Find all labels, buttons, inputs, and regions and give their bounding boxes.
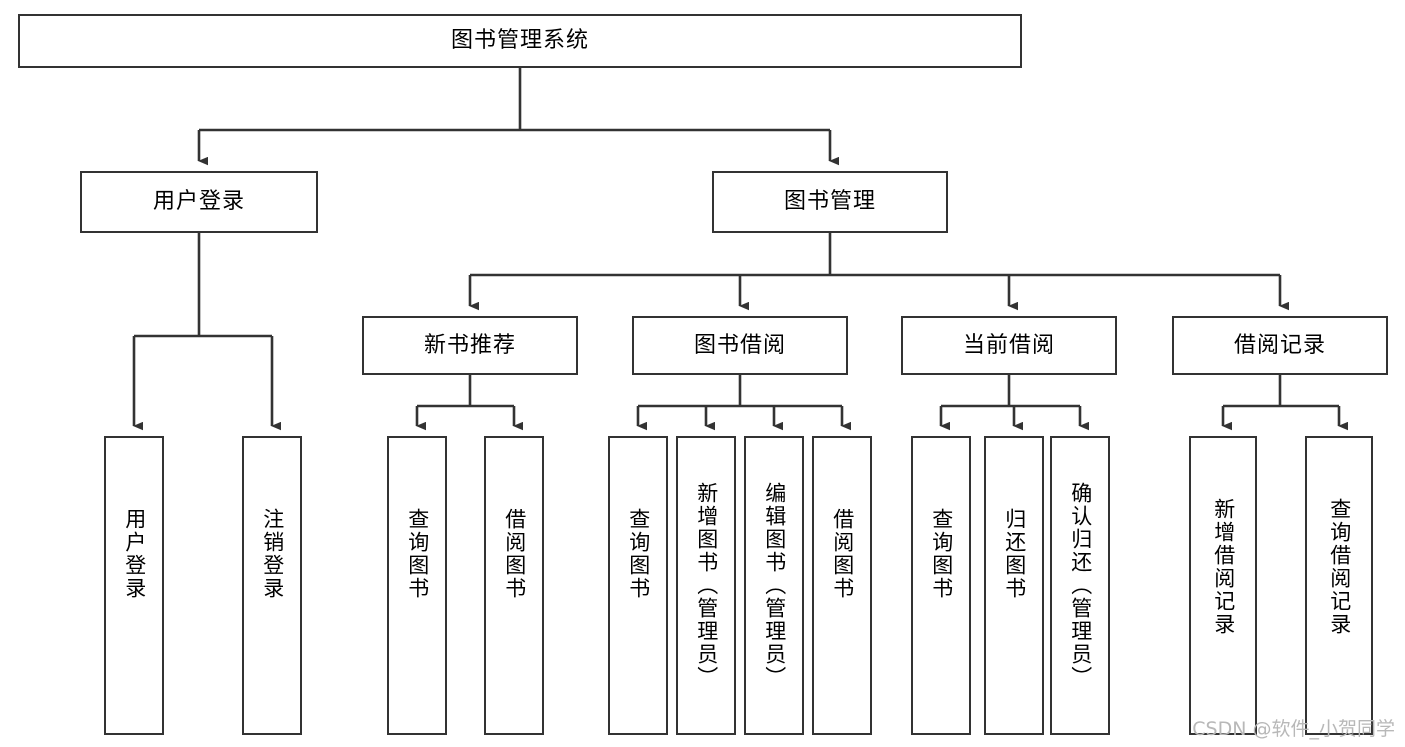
node-label: 借阅记录 bbox=[1233, 332, 1326, 358]
node-label: 用户登录 bbox=[122, 508, 147, 600]
node-label: 查询图书 bbox=[929, 508, 954, 600]
node-records[interactable]: 借阅记录 bbox=[1172, 316, 1388, 375]
node-leaf-re-query[interactable]: 查询借阅记录 bbox=[1305, 436, 1373, 735]
node-leaf-bo-edit[interactable]: 编辑图书（管理员） bbox=[744, 436, 804, 735]
node-newbooks[interactable]: 新书推荐 bbox=[362, 316, 578, 375]
node-leaf-re-add[interactable]: 新增借阅记录 bbox=[1189, 436, 1257, 735]
node-label: 查询图书 bbox=[626, 508, 651, 600]
node-leaf-nb-borrow[interactable]: 借阅图书 bbox=[484, 436, 544, 735]
node-label: 新增图书（管理员） bbox=[694, 482, 719, 689]
node-leaf-cu-query[interactable]: 查询图书 bbox=[911, 436, 971, 735]
node-label: 查询图书 bbox=[405, 508, 430, 600]
node-label: 新增借阅记录 bbox=[1211, 498, 1236, 636]
node-leaf-nb-query[interactable]: 查询图书 bbox=[387, 436, 447, 735]
node-label: 归还图书 bbox=[1002, 508, 1027, 600]
node-current[interactable]: 当前借阅 bbox=[901, 316, 1117, 375]
node-leaf-logout[interactable]: 注销登录 bbox=[242, 436, 302, 735]
node-bookmgmt[interactable]: 图书管理 bbox=[712, 171, 948, 233]
node-label: 借阅图书 bbox=[502, 508, 527, 600]
node-leaf-cu-return[interactable]: 归还图书 bbox=[984, 436, 1044, 735]
node-leaf-bo-lend[interactable]: 借阅图书 bbox=[812, 436, 872, 735]
node-label: 用户登录 bbox=[152, 189, 245, 215]
node-label: 借阅图书 bbox=[830, 508, 855, 600]
watermark: CSDN @软件_小贺同学 bbox=[1192, 718, 1395, 740]
node-root[interactable]: 图书管理系统 bbox=[18, 14, 1022, 68]
node-label: 当前借阅 bbox=[962, 332, 1055, 358]
node-label: 图书借阅 bbox=[693, 332, 786, 358]
node-leaf-bo-query[interactable]: 查询图书 bbox=[608, 436, 668, 735]
node-login[interactable]: 用户登录 bbox=[80, 171, 318, 233]
node-leaf-login[interactable]: 用户登录 bbox=[104, 436, 164, 735]
node-label: 图书管理 bbox=[783, 189, 876, 215]
node-label: 注销登录 bbox=[260, 508, 285, 600]
node-label: 图书管理系统 bbox=[450, 28, 589, 54]
node-borrow[interactable]: 图书借阅 bbox=[632, 316, 848, 375]
node-label: 编辑图书（管理员） bbox=[762, 482, 787, 689]
node-leaf-cu-confirm[interactable]: 确认归还（管理员） bbox=[1050, 436, 1110, 735]
node-leaf-bo-add[interactable]: 新增图书（管理员） bbox=[676, 436, 736, 735]
node-label: 确认归还（管理员） bbox=[1068, 482, 1093, 689]
node-label: 新书推荐 bbox=[423, 332, 516, 358]
node-label: 查询借阅记录 bbox=[1327, 498, 1352, 636]
